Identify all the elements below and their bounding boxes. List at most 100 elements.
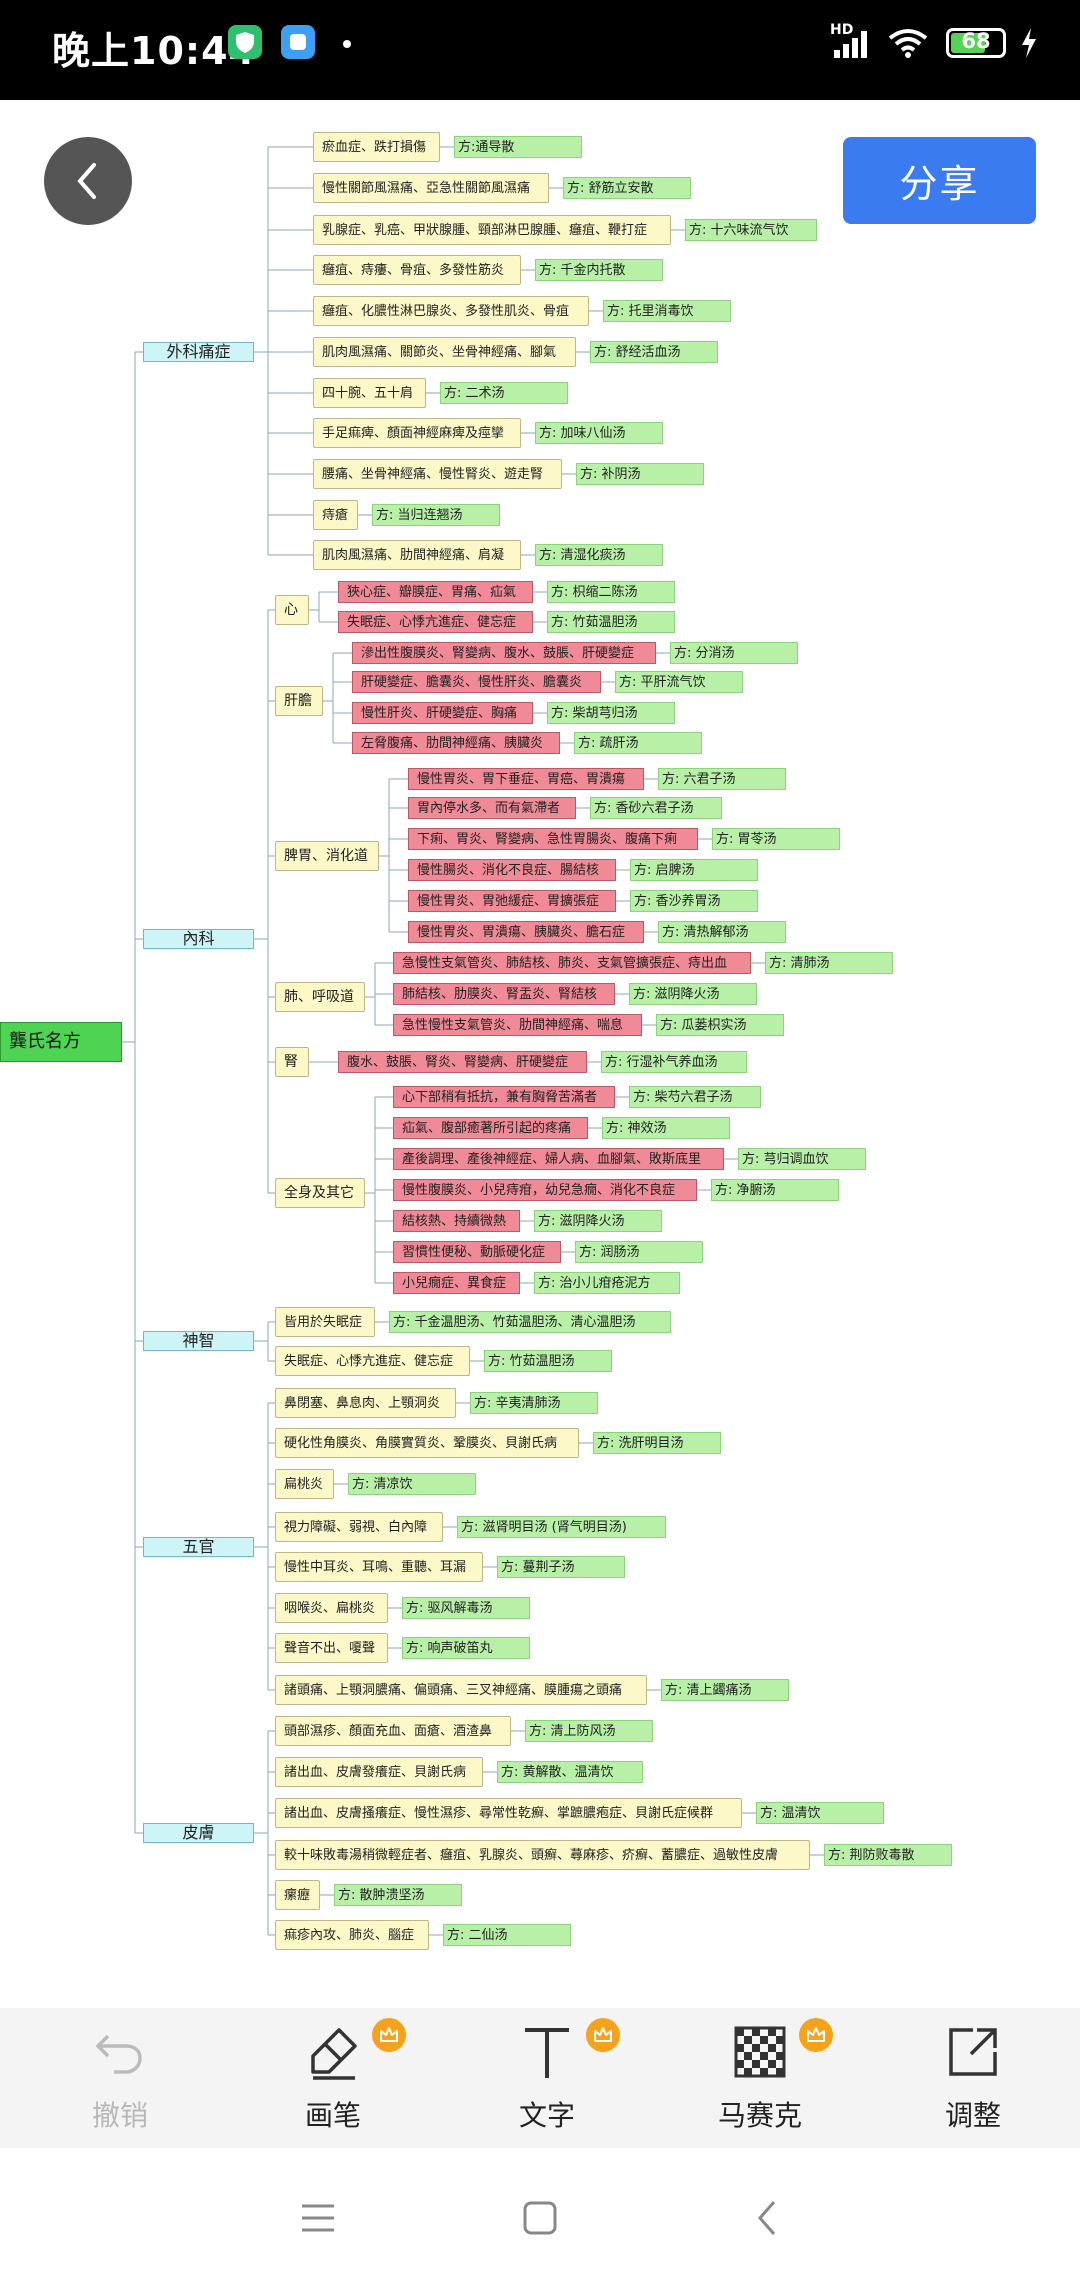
undo-button[interactable]: 撤销 bbox=[45, 2008, 195, 2148]
indication-node[interactable]: 瘰癧 bbox=[275, 1880, 320, 1910]
indication-node[interactable]: 咽喉炎、扁桃炎 bbox=[275, 1593, 388, 1623]
text-button[interactable]: 文字 bbox=[472, 2008, 622, 2148]
indication-node[interactable]: 諸頭痛、上顎洞膿痛、偏頭痛、三叉神經痛、膜腫瘍之頭痛 bbox=[275, 1675, 647, 1705]
indication-node[interactable]: 瘀血症、跌打損傷 bbox=[313, 132, 440, 162]
indication-node[interactable]: 慢性腹膜炎、小兒痔疳，幼兒急癇、消化不良症 bbox=[393, 1179, 697, 1201]
formula-node[interactable]: 方: 补阴汤 bbox=[576, 463, 704, 485]
formula-node[interactable]: 方: 二术汤 bbox=[440, 382, 568, 404]
formula-node[interactable]: 方: 舒经活血汤 bbox=[590, 341, 718, 363]
branch-node-3[interactable]: 五官 bbox=[143, 1537, 254, 1557]
indication-node[interactable]: 頭部濕疹、顏面充血、面瘡、酒渣鼻 bbox=[275, 1716, 511, 1746]
formula-node[interactable]: 方: 清上防风汤 bbox=[525, 1720, 653, 1742]
indication-node[interactable]: 諸出血、皮膚搔癢症、慢性濕疹、尋常性乾癬、掌蹠膿疱症、貝謝氏症候群 bbox=[275, 1798, 742, 1828]
formula-node[interactable]: 方: 黄解散、温清饮 bbox=[497, 1761, 643, 1783]
indication-node[interactable]: 慢性胃炎、胃弛緩症、胃擴張症 bbox=[408, 890, 616, 912]
category-node[interactable]: 脾胃、消化道 bbox=[275, 841, 379, 871]
category-node[interactable]: 肝膽 bbox=[275, 686, 323, 716]
formula-node[interactable]: 方:通导散 bbox=[454, 136, 582, 158]
indication-node[interactable]: 腰痛、坐骨神經痛、慢性腎炎、遊走腎 bbox=[313, 459, 562, 489]
formula-node[interactable]: 方: 分消汤 bbox=[670, 642, 798, 664]
indication-node[interactable]: 胃內停水多、而有氣滯者 bbox=[408, 797, 576, 819]
indication-node[interactable]: 痲疹內攻、肺炎、腦症 bbox=[275, 1920, 429, 1950]
formula-node[interactable]: 方: 滋肾明目汤 (肾气明目汤) bbox=[457, 1516, 666, 1538]
pen-button[interactable]: 画笔 bbox=[258, 2008, 408, 2148]
indication-node[interactable]: 小兒癇症、異食症 bbox=[393, 1272, 520, 1294]
mosaic-button[interactable]: 马赛克 bbox=[685, 2008, 835, 2148]
formula-node[interactable]: 方: 荆防败毒散 bbox=[824, 1844, 952, 1866]
branch-node-2[interactable]: 神智 bbox=[143, 1331, 254, 1351]
category-node[interactable]: 肺、呼吸道 bbox=[275, 982, 365, 1012]
formula-node[interactable]: 方: 滋阴降火汤 bbox=[629, 983, 757, 1005]
formula-node[interactable]: 方: 托里消毒饮 bbox=[603, 300, 731, 322]
indication-node[interactable]: 失眠症、心悸亢進症、健忘症 bbox=[275, 1346, 470, 1376]
indication-node[interactable]: 硬化性角膜炎、角膜實質炎、鞏膜炎、貝謝氏病 bbox=[275, 1428, 579, 1458]
formula-node[interactable]: 方: 散肿溃坚汤 bbox=[334, 1884, 462, 1906]
indication-node[interactable]: 肌肉風濕痛、關節炎、坐骨神經痛、腳氣 bbox=[313, 337, 576, 367]
indication-node[interactable]: 慢性關節風濕痛、亞急性關節風濕痛 bbox=[313, 173, 549, 203]
indication-node[interactable]: 癰疽、痔瘻、骨疽、多發性筋炎 bbox=[313, 255, 521, 285]
indication-node[interactable]: 左脅腹痛、肋間神經痛、胰臟炎 bbox=[352, 732, 560, 754]
category-node[interactable]: 心 bbox=[275, 595, 309, 625]
indication-node[interactable]: 癰疽、化膿性淋巴腺炎、多發性肌炎、骨疽 bbox=[313, 296, 589, 326]
indication-node[interactable]: 狹心症、瓣膜症、胃痛、疝氣 bbox=[338, 581, 533, 603]
formula-node[interactable]: 方: 千金温胆汤、竹茹温胆汤、清心温胆汤 bbox=[389, 1311, 671, 1333]
indication-node[interactable]: 肝硬變症、膽囊炎、慢性肝炎、膽囊炎 bbox=[352, 671, 601, 693]
indication-node[interactable]: 肺結核、肋膜炎、腎盂炎、腎結核 bbox=[393, 983, 615, 1005]
formula-node[interactable]: 方: 竹茹温胆汤 bbox=[484, 1350, 612, 1372]
formula-node[interactable]: 方: 十六味流气饮 bbox=[685, 219, 817, 241]
formula-node[interactable]: 方: 千金内托散 bbox=[535, 259, 663, 281]
formula-node[interactable]: 方: 驱风解毒汤 bbox=[402, 1597, 530, 1619]
formula-node[interactable]: 方: 洗肝明目汤 bbox=[593, 1432, 721, 1454]
category-node[interactable]: 全身及其它 bbox=[275, 1178, 365, 1208]
formula-node[interactable]: 方: 清肺汤 bbox=[765, 952, 893, 974]
indication-node[interactable]: 慢性腸炎、消化不良症、腸結核 bbox=[408, 859, 616, 881]
indication-node[interactable]: 急性慢性支氣管炎、肋間神經痛、喘息 bbox=[393, 1014, 642, 1036]
formula-node[interactable]: 方: 六君子汤 bbox=[658, 768, 786, 790]
indication-node[interactable]: 鼻閉塞、鼻息肉、上顎洞炎 bbox=[275, 1388, 456, 1418]
indication-node[interactable]: 皆用於失眠症 bbox=[275, 1307, 375, 1337]
formula-node[interactable]: 方: 辛夷清肺汤 bbox=[470, 1392, 598, 1414]
formula-node[interactable]: 方: 柴胡芎归汤 bbox=[547, 702, 675, 724]
indication-node[interactable]: 下痢、胃炎、腎變病、急性胃腸炎、腹痛下痢 bbox=[408, 828, 698, 850]
formula-node[interactable]: 方: 当归连翘汤 bbox=[372, 504, 500, 526]
formula-node[interactable]: 方: 瓜蒌枳实汤 bbox=[656, 1014, 784, 1036]
indication-node[interactable]: 痔瘡 bbox=[313, 500, 358, 530]
back-nav-icon[interactable] bbox=[748, 2198, 788, 2238]
indication-node[interactable]: 手足痲痺、顏面神經麻痺及痙攣 bbox=[313, 418, 521, 448]
indication-node[interactable]: 聲音不出、嗄聲 bbox=[275, 1633, 388, 1663]
back-button[interactable] bbox=[44, 137, 132, 225]
indication-node[interactable]: 失眠症、心悸亢進症、健忘症 bbox=[338, 611, 533, 633]
formula-node[interactable]: 方: 净腑汤 bbox=[711, 1179, 839, 1201]
formula-node[interactable]: 方: 柴芍六君子汤 bbox=[629, 1086, 761, 1108]
indication-node[interactable]: 心下部稍有抵抗，兼有胸脅苦滿者 bbox=[393, 1086, 615, 1108]
formula-node[interactable]: 方: 滋阴降火汤 bbox=[534, 1210, 662, 1232]
indication-node[interactable]: 慢性胃炎、胃下垂症、胃癌、胃潰瘍 bbox=[408, 768, 644, 790]
menu-icon[interactable] bbox=[298, 2198, 338, 2238]
formula-node[interactable]: 方: 响声破笛丸 bbox=[402, 1637, 530, 1659]
adjust-button[interactable]: 调整 bbox=[898, 2008, 1048, 2148]
indication-node[interactable]: 視力障礙、弱視、白內障 bbox=[275, 1512, 443, 1542]
branch-node-4[interactable]: 皮膚 bbox=[143, 1823, 254, 1843]
formula-node[interactable]: 方: 清热解郁汤 bbox=[658, 921, 786, 943]
formula-node[interactable]: 方: 疏肝汤 bbox=[574, 732, 702, 754]
formula-node[interactable]: 方: 清湿化痰汤 bbox=[535, 544, 663, 566]
formula-node[interactable]: 方: 竹茹温胆汤 bbox=[547, 611, 675, 633]
share-button[interactable]: 分享 bbox=[843, 137, 1036, 224]
formula-node[interactable]: 方: 香砂六君子汤 bbox=[590, 797, 722, 819]
formula-node[interactable]: 方: 枳缩二陈汤 bbox=[547, 581, 675, 603]
formula-node[interactable]: 方: 启脾汤 bbox=[630, 859, 758, 881]
indication-node[interactable]: 腹水、鼓脹、腎炎、腎變病、肝硬變症 bbox=[338, 1051, 587, 1073]
indication-node[interactable]: 慢性胃炎、胃潰瘍、胰臟炎、膽石症 bbox=[408, 921, 644, 943]
branch-node-0[interactable]: 外科痛症 bbox=[143, 342, 254, 362]
mindmap-canvas[interactable]: 龔氏名方外科痛症瘀血症、跌打損傷方:通导散慢性關節風濕痛、亞急性關節風濕痛方: … bbox=[0, 100, 1080, 1985]
indication-node[interactable]: 較十味敗毒湯稍微輕症者、癰疽、乳腺炎、頭癬、蕁麻疹、疥癬、蓄膿症、過敏性皮膚 bbox=[275, 1840, 810, 1870]
formula-node[interactable]: 方: 神效汤 bbox=[602, 1117, 730, 1139]
indication-node[interactable]: 滲出性腹膜炎、腎變病、腹水、鼓脹、肝硬變症 bbox=[352, 642, 656, 664]
mindmap-root-node[interactable]: 龔氏名方 bbox=[0, 1022, 122, 1062]
formula-node[interactable]: 方: 舒筋立安散 bbox=[563, 177, 691, 199]
formula-node[interactable]: 方: 润肠汤 bbox=[575, 1241, 703, 1263]
formula-node[interactable]: 方: 二仙汤 bbox=[443, 1924, 571, 1946]
formula-node[interactable]: 方: 胃苓汤 bbox=[712, 828, 840, 850]
formula-node[interactable]: 方: 芎归调血饮 bbox=[738, 1148, 866, 1170]
indication-node[interactable]: 產後調理、產後神經症、婦人病、血腳氣、敗斯底里 bbox=[393, 1148, 724, 1170]
